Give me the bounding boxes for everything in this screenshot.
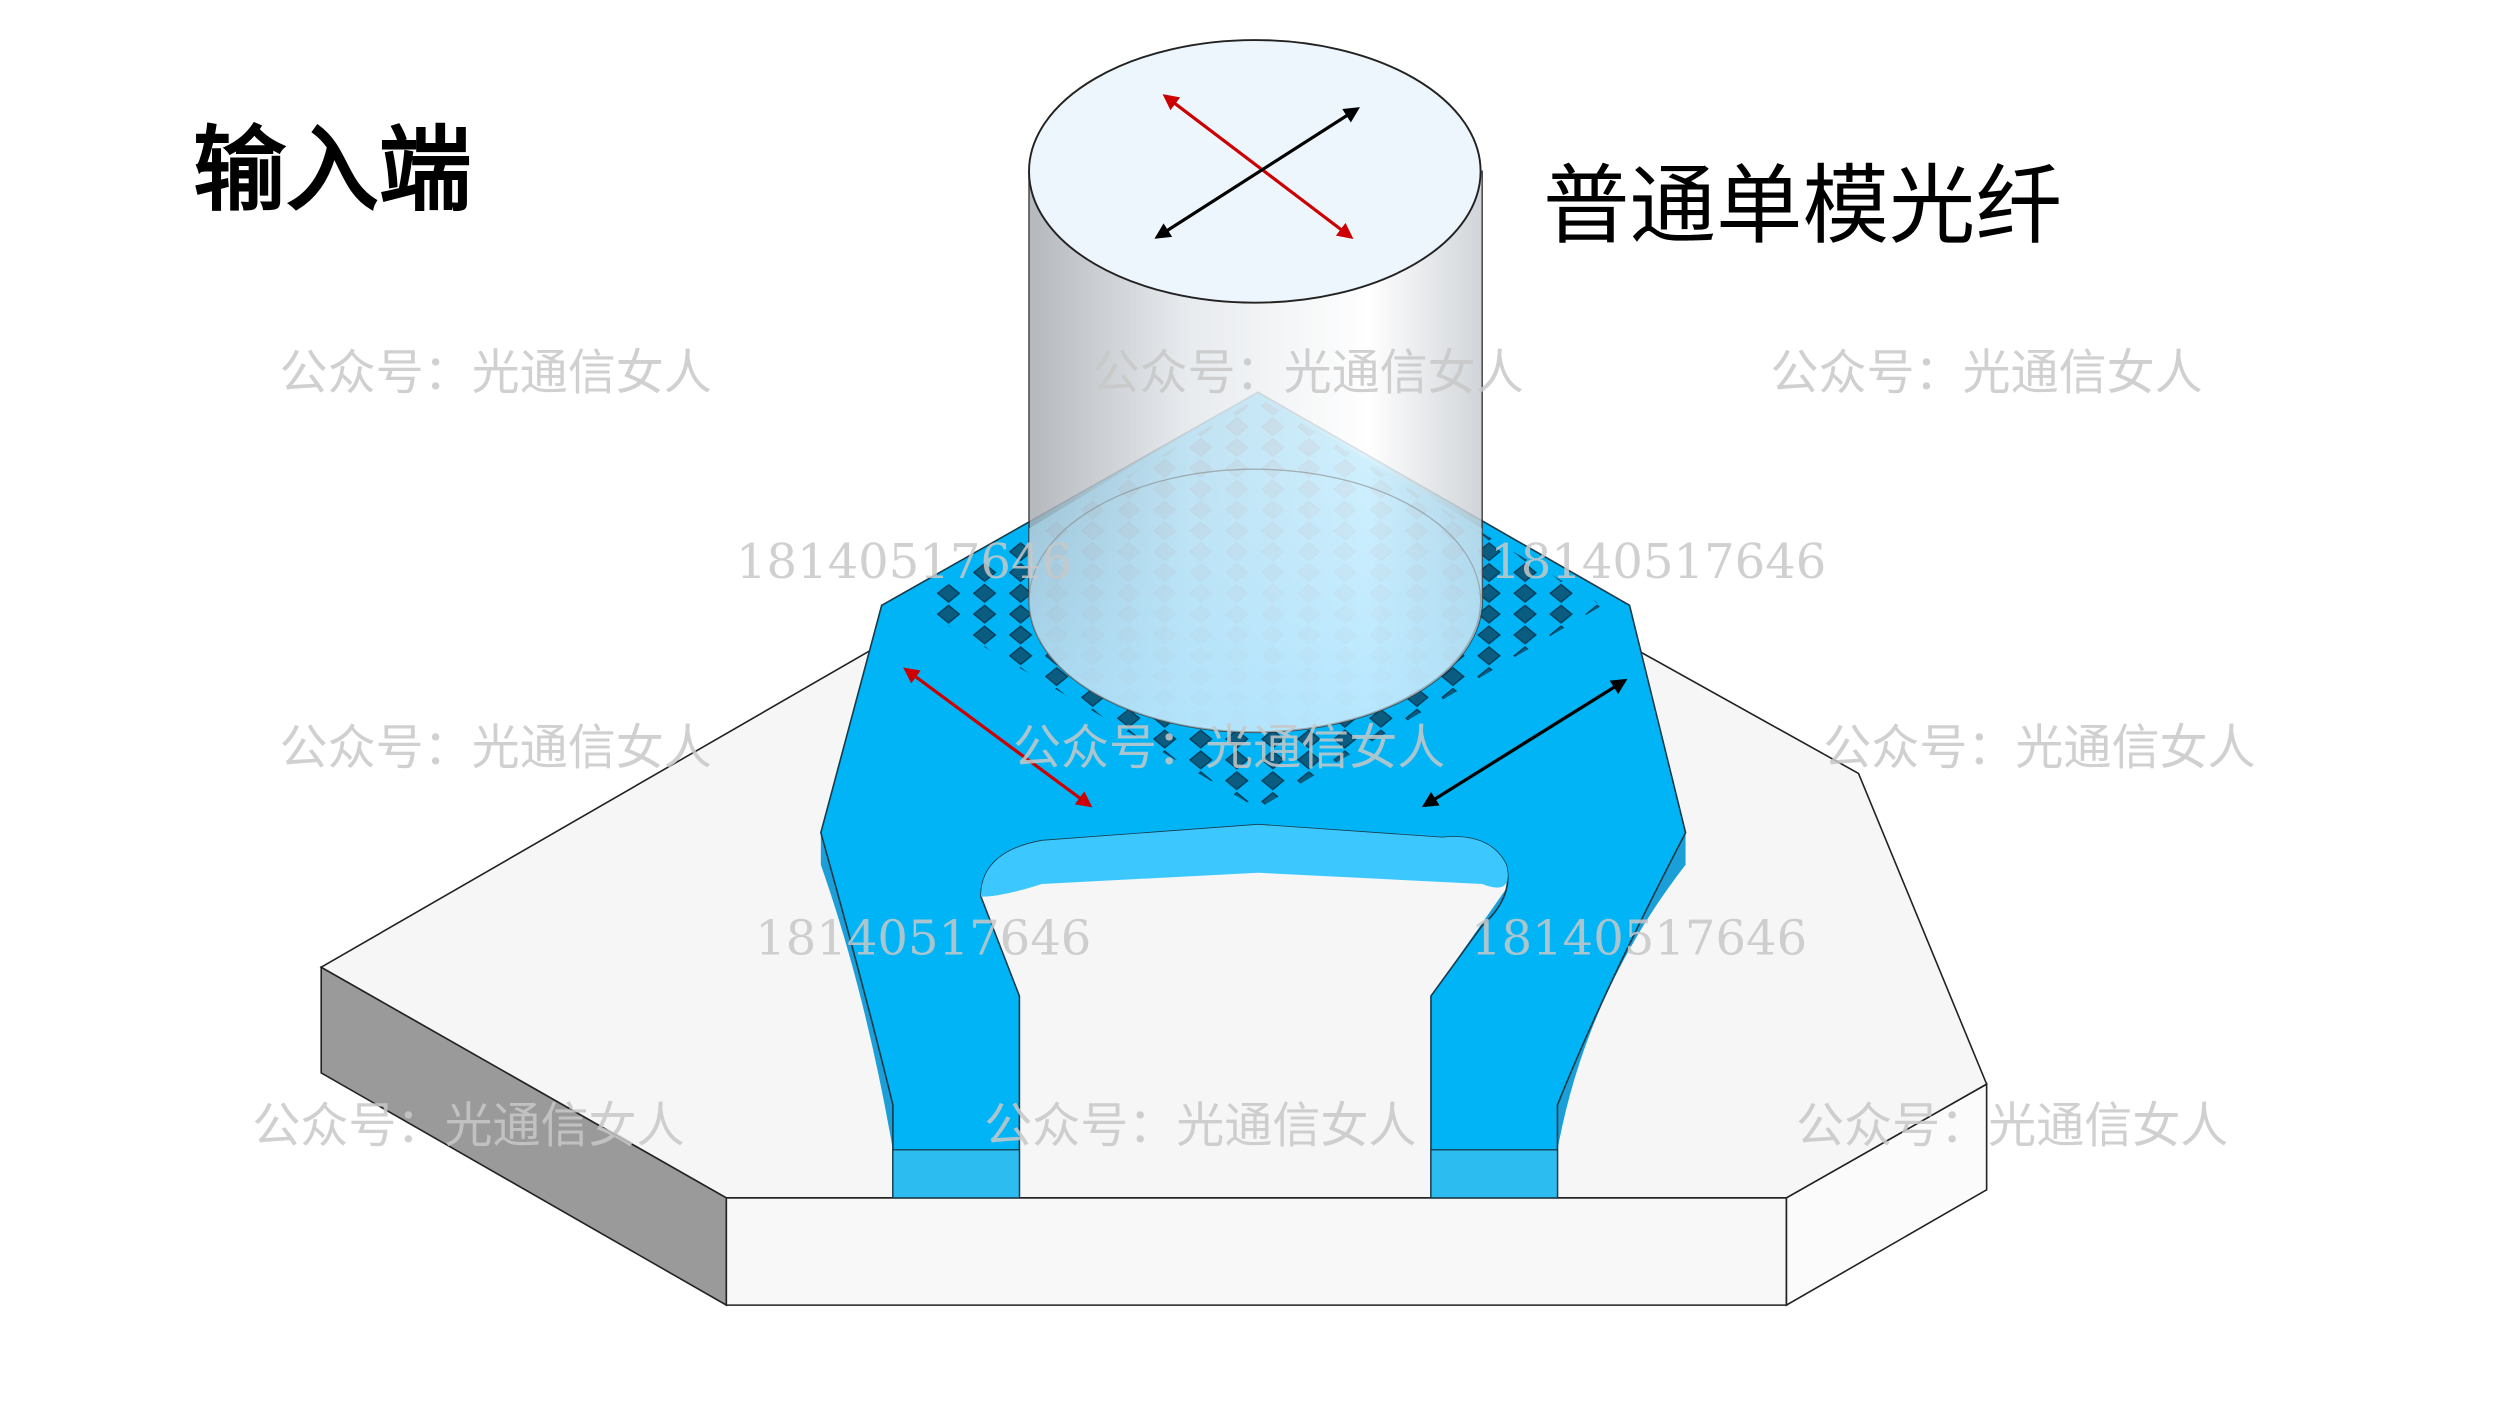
- watermark-phone: 18140517646: [1490, 534, 1826, 590]
- watermark-phone: 18140517646: [1471, 910, 1807, 966]
- watermark-phone: 18140517646: [755, 910, 1091, 966]
- watermark-account: 公众号：光通信女人: [984, 1098, 1416, 1154]
- black-output-arrow: [1421, 678, 1628, 808]
- watermark-phone: 18140517646: [736, 534, 1072, 590]
- watermark-account: 公众号：光通信女人: [252, 1098, 684, 1154]
- fiber-label: 普通单模光纤: [1543, 156, 2062, 256]
- watermark-account: 公众号：光通信女人: [1770, 345, 2202, 401]
- input-end-title: 输入端: [193, 116, 472, 224]
- watermark-account: 公众号：光通信女人: [280, 345, 712, 401]
- watermark-account: 公众号：光通信女人: [1091, 345, 1523, 401]
- watermark-account: 公众号：光通信女人: [1823, 720, 2255, 776]
- watermark-account: 公众号：光通信女人: [1796, 1098, 2228, 1154]
- watermarks: 公众号：光通信女人 公众号：光通信女人 公众号：光通信女人 1814051764…: [252, 345, 2255, 1154]
- single-mode-fiber: [1028, 39, 1483, 734]
- red-output-arrow: [903, 667, 1093, 808]
- black-polarization-arrow: [1154, 107, 1360, 239]
- watermark-account: 公众号：光通信女人: [1013, 720, 1445, 776]
- watermark-account: 公众号：光通信女人: [280, 720, 712, 776]
